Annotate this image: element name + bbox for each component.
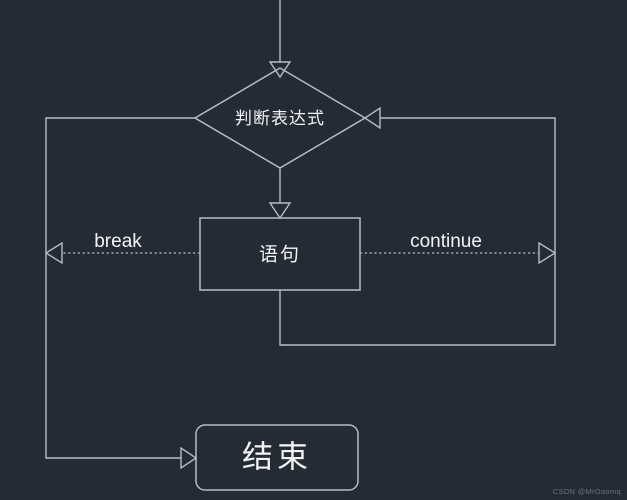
node-statement[interactable]: 语句: [199, 217, 361, 291]
node-decision[interactable]: 判断表达式: [193, 67, 367, 169]
decision-label: 判断表达式: [235, 109, 325, 129]
statement-rect-shape: [199, 217, 361, 291]
continue-arrowhead-icon: [538, 241, 557, 265]
edge-decision-false-to-end: [45, 117, 198, 470]
watermark: CSDN @MrGaomq: [552, 487, 621, 496]
false-branch-line: [45, 117, 195, 459]
decision-to-statement-arrowhead-icon: [268, 202, 292, 220]
entry-arrowhead-icon: [268, 61, 292, 79]
end-rounded-rect-shape: [195, 424, 359, 491]
edge-decision-to-statement: [268, 168, 292, 220]
edge-continue: [360, 241, 557, 265]
continue-edge-label: continue: [410, 231, 482, 252]
edge-loop-back: [279, 106, 556, 346]
statement-label: 语句: [259, 244, 301, 266]
break-arrowhead-icon: [44, 241, 63, 265]
false-branch-arrowhead-icon: [180, 446, 198, 470]
node-end[interactable]: 结束: [195, 424, 359, 491]
edge-entry: [268, 0, 292, 79]
edge-break: [44, 241, 200, 265]
end-label: 结束: [242, 440, 312, 476]
break-edge-label: break: [94, 231, 142, 252]
decision-diamond-shape: [193, 67, 367, 169]
loop-back-arrowhead-icon: [363, 106, 381, 130]
loop-back-line: [279, 117, 556, 346]
